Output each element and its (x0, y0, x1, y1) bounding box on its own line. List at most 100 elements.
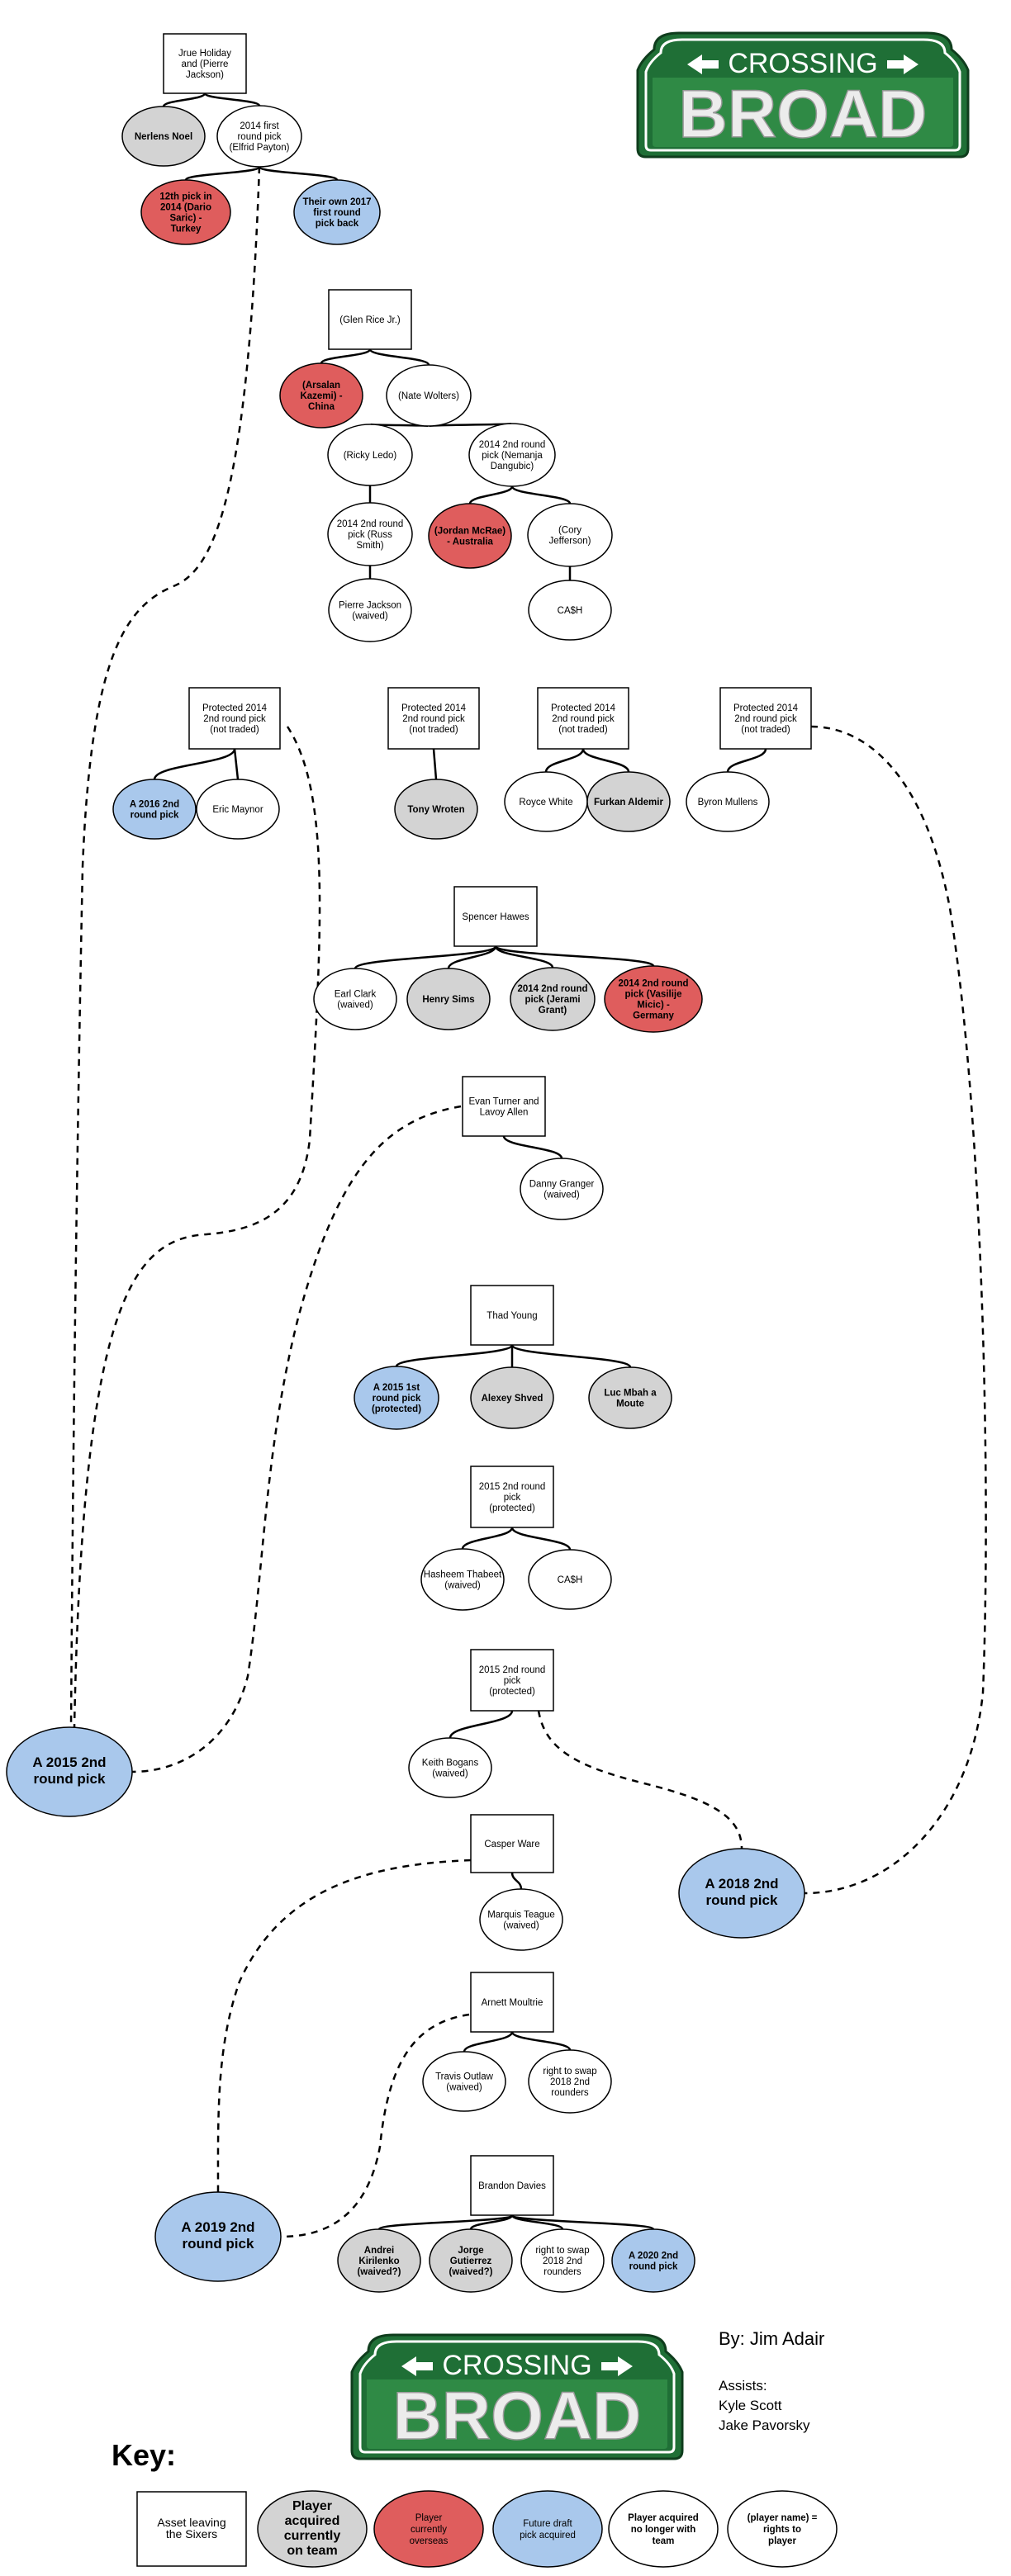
edge-prot4-mullens (726, 748, 767, 773)
node-shape (354, 1366, 439, 1430)
node-shved-label: Alexey Shved (482, 1394, 543, 1404)
node-shape (586, 771, 671, 832)
logo-left-arrow-icon (401, 2356, 433, 2376)
logo-right-arrow-icon (887, 54, 918, 74)
node-shape (428, 503, 512, 569)
node-shape (686, 771, 770, 832)
node-shape (604, 965, 703, 1033)
node-noel: Nerlens Noel (121, 106, 206, 167)
node-davies-label: Brandon Davies (478, 2181, 546, 2191)
node-shape (528, 580, 612, 641)
edge-young-pick2015_first (395, 1343, 514, 1368)
key-title: Key: (112, 2438, 177, 2472)
edge-prot3-aldemir (581, 748, 630, 773)
node-shape (470, 1814, 554, 1873)
node-shape (588, 1366, 672, 1429)
node-teague: Marquis Teague(waived) (479, 1888, 563, 1951)
edge-ware-teague (510, 1872, 523, 1890)
node-shape (140, 179, 231, 245)
node-shape (520, 2228, 605, 2293)
edge-dangubic-mcrae (468, 485, 514, 504)
node-shape (470, 2155, 554, 2216)
node-outlaw: Travis Outlaw(waived) (422, 2051, 506, 2112)
node-shape (719, 687, 812, 750)
node-mcrae-label: (Jordan McRae)- Australia (434, 527, 505, 547)
node-shape (520, 1158, 604, 1220)
node-rice-label: (Glen Rice Jr.) (339, 315, 401, 325)
node-shape (611, 2228, 695, 2293)
node-clark-label: Earl Clark(waived) (335, 990, 377, 1011)
node-shape (327, 424, 413, 486)
edge-rice-kazemi (320, 348, 372, 365)
logo-sign-face (367, 2379, 667, 2449)
edge-moultrie-swap1 (510, 2031, 572, 2051)
key-swatch (608, 2490, 719, 2568)
edge-hawes-sims (447, 945, 497, 969)
node-shape (394, 779, 478, 840)
node-royce: Royce White (504, 771, 588, 832)
node-cash2-label: CA$H (558, 1575, 583, 1585)
node-maynor-label: Eric Maynor (212, 805, 263, 815)
node-mullens-label: Byron Mullens (698, 798, 758, 807)
node-royce-label: Royce White (519, 798, 572, 807)
logo-bottom-word: BROAD (393, 2379, 642, 2454)
credit-assists-label: Assists: (719, 2378, 767, 2394)
dash-ware-to-2019pick (216, 1859, 472, 2193)
node-bogans-label: Keith Bogans(waived) (422, 1759, 479, 1779)
node-shape (112, 779, 197, 840)
key-swatch (727, 2490, 838, 2568)
dash-payton-to-2015pick (69, 166, 261, 1728)
node-shape (470, 1466, 554, 1528)
node-hawes-label: Spencer Hawes (462, 912, 529, 922)
node-ledo: (Ricky Ledo) (327, 424, 413, 486)
edge-prot1-pick2016_2nd (153, 748, 236, 780)
edge-hawes-micic (494, 945, 655, 968)
node-granger-label: Danny Granger(waived) (529, 1180, 595, 1200)
credit-assist-2: Jake Pavorsky (719, 2417, 810, 2433)
node-shape (527, 503, 613, 567)
edge-hawes-clark (354, 945, 497, 970)
node-shape (327, 502, 413, 566)
node-shape (188, 687, 281, 750)
node-mcrae: (Jordan McRae)- Australia (428, 503, 512, 569)
node-cash1-label: CA$H (558, 606, 583, 616)
key-swatch (257, 2490, 368, 2568)
dash-prot1-to-2015pick (73, 726, 321, 1728)
node-maynor: Eric Maynor (196, 779, 280, 840)
node-shape (121, 106, 206, 167)
node-shape (429, 2228, 513, 2293)
